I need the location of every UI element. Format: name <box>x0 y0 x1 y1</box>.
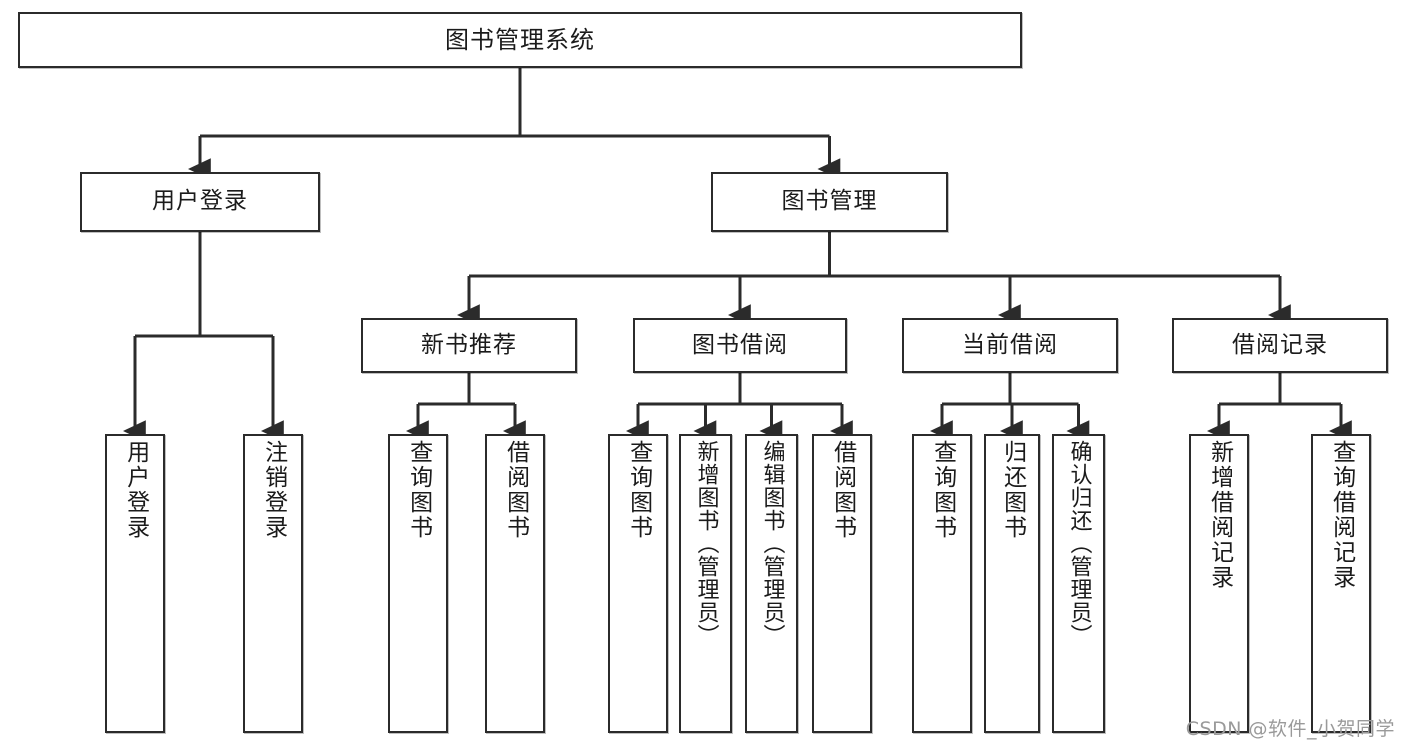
node-leaf_2[interactable]: 查询图书 <box>388 434 448 733</box>
node-leaf_0[interactable]: 用户登录 <box>105 434 165 733</box>
node-leaf_6[interactable]: 编辑图书（管理员） <box>745 434 798 733</box>
node-leaf_10[interactable]: 确认归还（管理员） <box>1052 434 1105 733</box>
node-l2_0[interactable]: 新书推荐 <box>361 318 577 373</box>
node-label: 新增图书（管理员） <box>693 440 719 647</box>
watermark-text: CSDN @软件_小贺同学 <box>1185 718 1395 740</box>
node-label: 确认归还（管理员） <box>1066 440 1092 647</box>
node-root[interactable]: 图书管理系统 <box>18 12 1022 68</box>
node-label: 查询图书 <box>405 440 432 540</box>
node-leaf_3[interactable]: 借阅图书 <box>485 434 545 733</box>
node-label: 借阅记录 <box>1232 331 1328 358</box>
node-label: 归还图书 <box>999 440 1026 540</box>
node-l1_1[interactable]: 图书管理 <box>711 172 948 232</box>
node-label: 图书管理系统 <box>445 25 595 54</box>
node-label: 新增借阅记录 <box>1206 440 1233 590</box>
node-label: 借阅图书 <box>829 440 856 540</box>
node-l1_0[interactable]: 用户登录 <box>80 172 320 232</box>
node-leaf_11[interactable]: 新增借阅记录 <box>1189 434 1249 733</box>
node-label: 图书管理 <box>781 188 878 215</box>
node-l2_2[interactable]: 当前借阅 <box>902 318 1118 373</box>
node-label: 用户登录 <box>152 188 248 215</box>
node-label: 注销登录 <box>260 440 287 540</box>
node-label: 新书推荐 <box>421 331 517 358</box>
node-l2_1[interactable]: 图书借阅 <box>633 318 847 373</box>
node-label: 查询图书 <box>929 440 956 540</box>
node-leaf_12[interactable]: 查询借阅记录 <box>1311 434 1371 733</box>
node-leaf_7[interactable]: 借阅图书 <box>812 434 872 733</box>
node-label: 编辑图书（管理员） <box>759 440 785 647</box>
node-label: 用户登录 <box>122 440 149 540</box>
node-leaf_1[interactable]: 注销登录 <box>243 434 303 733</box>
node-leaf_9[interactable]: 归还图书 <box>984 434 1040 733</box>
node-label: 当前借阅 <box>962 331 1058 358</box>
node-label: 查询图书 <box>625 440 652 540</box>
node-leaf_5[interactable]: 新增图书（管理员） <box>679 434 732 733</box>
edge-group <box>122 68 1352 442</box>
node-leaf_4[interactable]: 查询图书 <box>608 434 668 733</box>
node-l2_3[interactable]: 借阅记录 <box>1172 318 1388 373</box>
node-label: 借阅图书 <box>502 440 529 540</box>
node-leaf_8[interactable]: 查询图书 <box>912 434 972 733</box>
node-label: 查询借阅记录 <box>1328 440 1355 590</box>
node-label: 图书借阅 <box>692 331 788 358</box>
